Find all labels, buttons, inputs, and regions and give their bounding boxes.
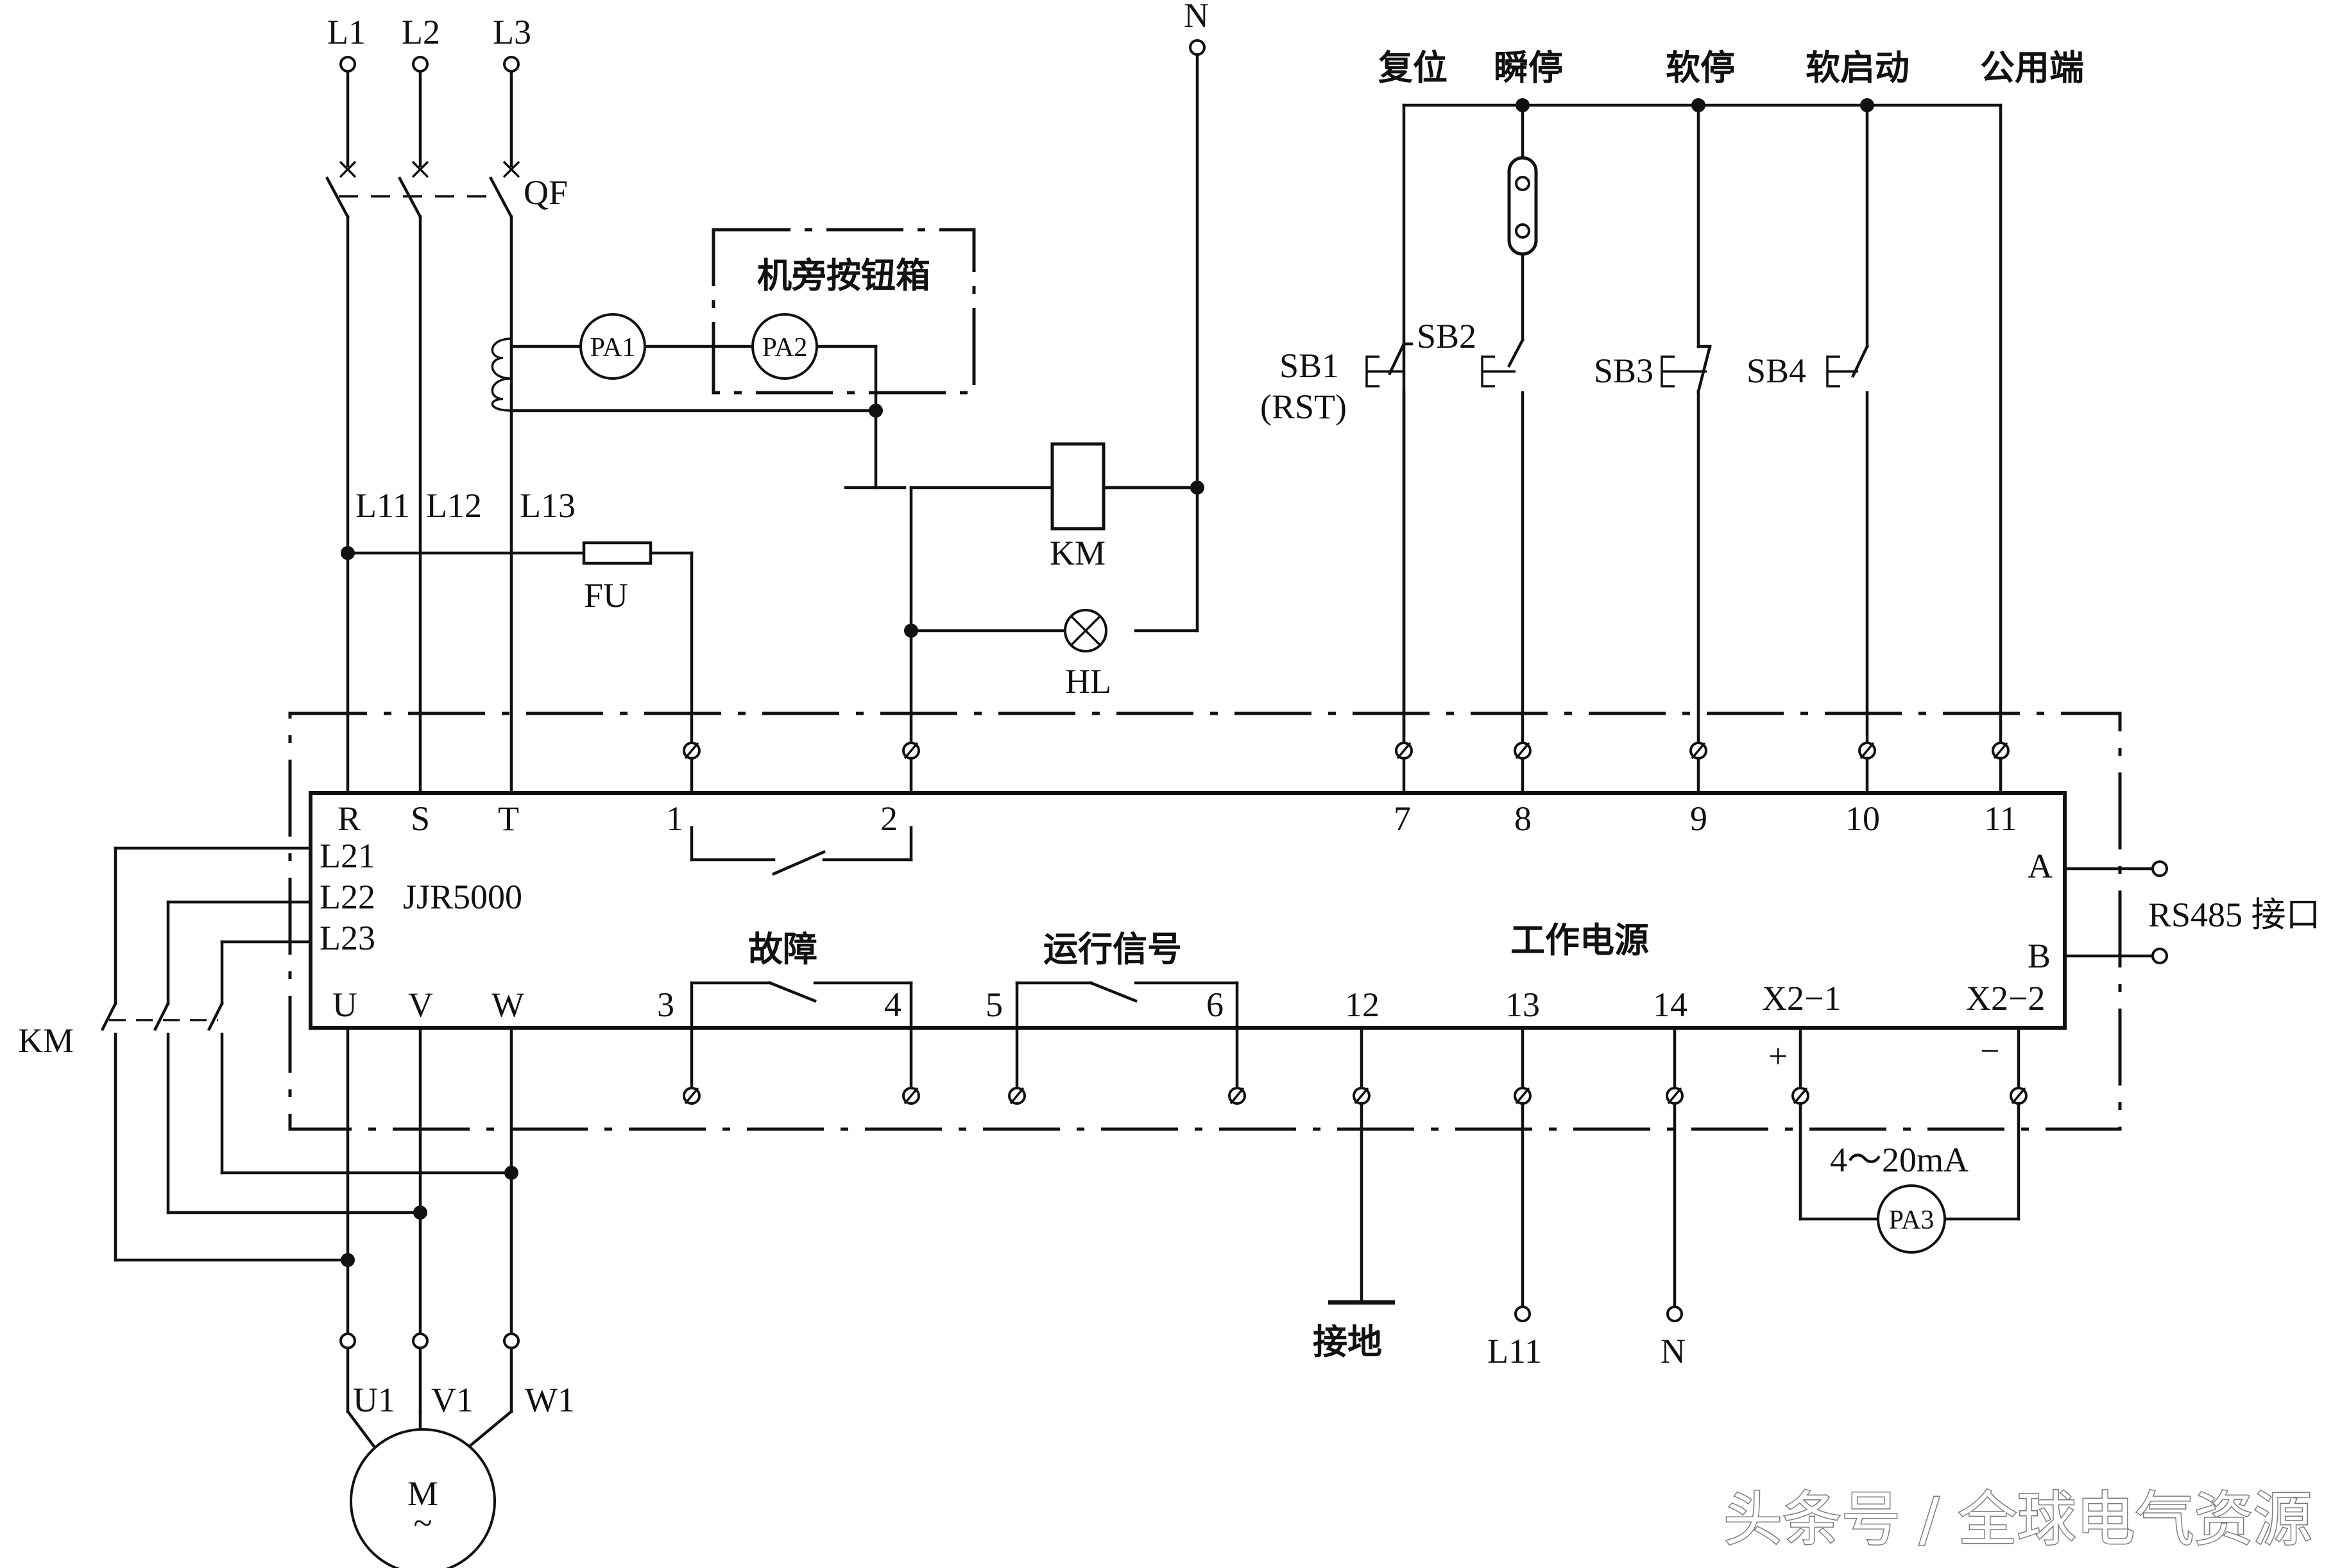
label-sb1-rst: (RST) <box>1260 388 1347 426</box>
outer-dashed-frame <box>288 712 2122 1131</box>
label-fault: 故障 <box>748 929 817 969</box>
label-rs485: RS485 接口 <box>2148 896 2321 934</box>
button-box-title: 机旁按钮箱 <box>757 255 930 296</box>
pa3-label: PA3 <box>1889 1206 1935 1235</box>
label-l11-bottom: L11 <box>1487 1332 1542 1370</box>
jjr5000-unit <box>309 791 2067 1030</box>
label-t3: 3 <box>657 985 674 1024</box>
label-model: JJR5000 <box>403 878 522 916</box>
label-minus: − <box>1980 1032 1999 1070</box>
fuse-branch <box>341 541 694 753</box>
label-l23: L23 <box>320 919 375 957</box>
top-terminals <box>683 742 2010 795</box>
label-fu: FU <box>584 576 628 615</box>
l11-n-bottom <box>1514 1102 1683 1322</box>
label-t1: 1 <box>666 799 683 838</box>
label-n-top: N <box>1184 0 1209 35</box>
motor-icon: M ~ <box>350 1428 496 1568</box>
pa1-label: PA1 <box>590 333 636 362</box>
label-a: A <box>2028 847 2053 885</box>
label-qf: QF <box>524 173 568 212</box>
ammeter-pa2: PA2 <box>751 313 818 380</box>
hl-lamp-icon <box>904 609 1107 652</box>
label-ground: 接地 <box>1313 1322 1382 1362</box>
control-bus <box>1365 98 2003 753</box>
label-t13: 13 <box>1505 985 1540 1024</box>
label-w: W <box>491 985 524 1024</box>
ammeter-pa3: PA3 <box>1798 1102 2020 1254</box>
label-t8: 8 <box>1514 799 1532 838</box>
label-sb2: SB2 <box>1417 317 1476 355</box>
label-x21: X2−1 <box>1762 979 1841 1018</box>
label-run-signal: 运行信号 <box>1043 929 1182 969</box>
label-l12: L12 <box>426 486 482 525</box>
label-b: B <box>2028 937 2051 975</box>
pa2-label: PA2 <box>762 333 808 362</box>
label-l1: L1 <box>327 13 366 51</box>
label-t10: 10 <box>1845 799 1880 838</box>
label-t2: 2 <box>880 799 898 838</box>
label-t4: 4 <box>884 985 901 1024</box>
label-l22: L22 <box>320 878 375 916</box>
label-s: S <box>411 799 430 838</box>
label-work-power: 工作电源 <box>1510 920 1649 960</box>
button-box: 机旁按钮箱 <box>712 228 976 395</box>
label-km-coil: KM <box>1050 534 1106 572</box>
current-transformer <box>491 337 907 490</box>
label-4-20ma: 4～20mA <box>1830 1141 1969 1179</box>
label-soft-start: 软启动 <box>1806 47 1909 88</box>
label-v1: V1 <box>431 1381 474 1419</box>
label-reset: 复位 <box>1378 47 1448 88</box>
bottom-terminals <box>683 1026 2028 1105</box>
ground-icon <box>1328 1102 1395 1305</box>
watermark: 头条号 / 全球电气资源 <box>1723 1485 2312 1554</box>
ammeter-pa1: PA1 <box>579 313 646 380</box>
label-common: 公用端 <box>1980 47 2084 88</box>
label-t6: 6 <box>1206 985 1224 1024</box>
label-hl: HL <box>1065 662 1111 701</box>
motor-tilde: ~ <box>413 1504 432 1542</box>
label-u: U <box>332 985 357 1024</box>
label-t14: 14 <box>1653 985 1687 1024</box>
supply-lines <box>325 56 520 795</box>
label-t12: 12 <box>1345 985 1380 1024</box>
motor-wiring <box>100 846 520 1455</box>
label-plus: + <box>1768 1037 1788 1075</box>
label-x22: X2−2 <box>1966 979 2045 1018</box>
label-l2: L2 <box>402 13 440 51</box>
label-sb1: SB1 <box>1279 346 1339 385</box>
label-sb3: SB3 <box>1594 352 1653 390</box>
label-n-bottom: N <box>1661 1332 1686 1370</box>
label-soft-stop: 软停 <box>1666 47 1735 88</box>
label-t7: 7 <box>1394 799 1411 838</box>
label-l21: L21 <box>320 837 375 875</box>
contact-fault <box>690 981 913 1098</box>
label-t5: 5 <box>986 985 1003 1024</box>
label-t11: 11 <box>1984 799 2017 838</box>
contact-1-2 <box>690 826 913 876</box>
label-v: V <box>408 985 433 1024</box>
motor-m: M <box>407 1474 438 1513</box>
label-w1: W1 <box>525 1381 575 1419</box>
label-l3: L3 <box>493 13 531 51</box>
label-t9: 9 <box>1690 799 1707 838</box>
label-km-left: KM <box>18 1021 74 1060</box>
rs485-lines <box>2063 860 2168 964</box>
km-coil <box>909 442 1199 753</box>
label-l13: L13 <box>520 486 576 525</box>
label-t: T <box>498 799 519 838</box>
label-l11: L11 <box>355 486 410 525</box>
contact-run-signal <box>1015 981 1239 1098</box>
label-r: R <box>337 799 361 838</box>
label-u1: U1 <box>353 1381 395 1419</box>
label-sb4: SB4 <box>1747 352 1806 390</box>
label-instant-stop: 瞬停 <box>1494 47 1563 88</box>
